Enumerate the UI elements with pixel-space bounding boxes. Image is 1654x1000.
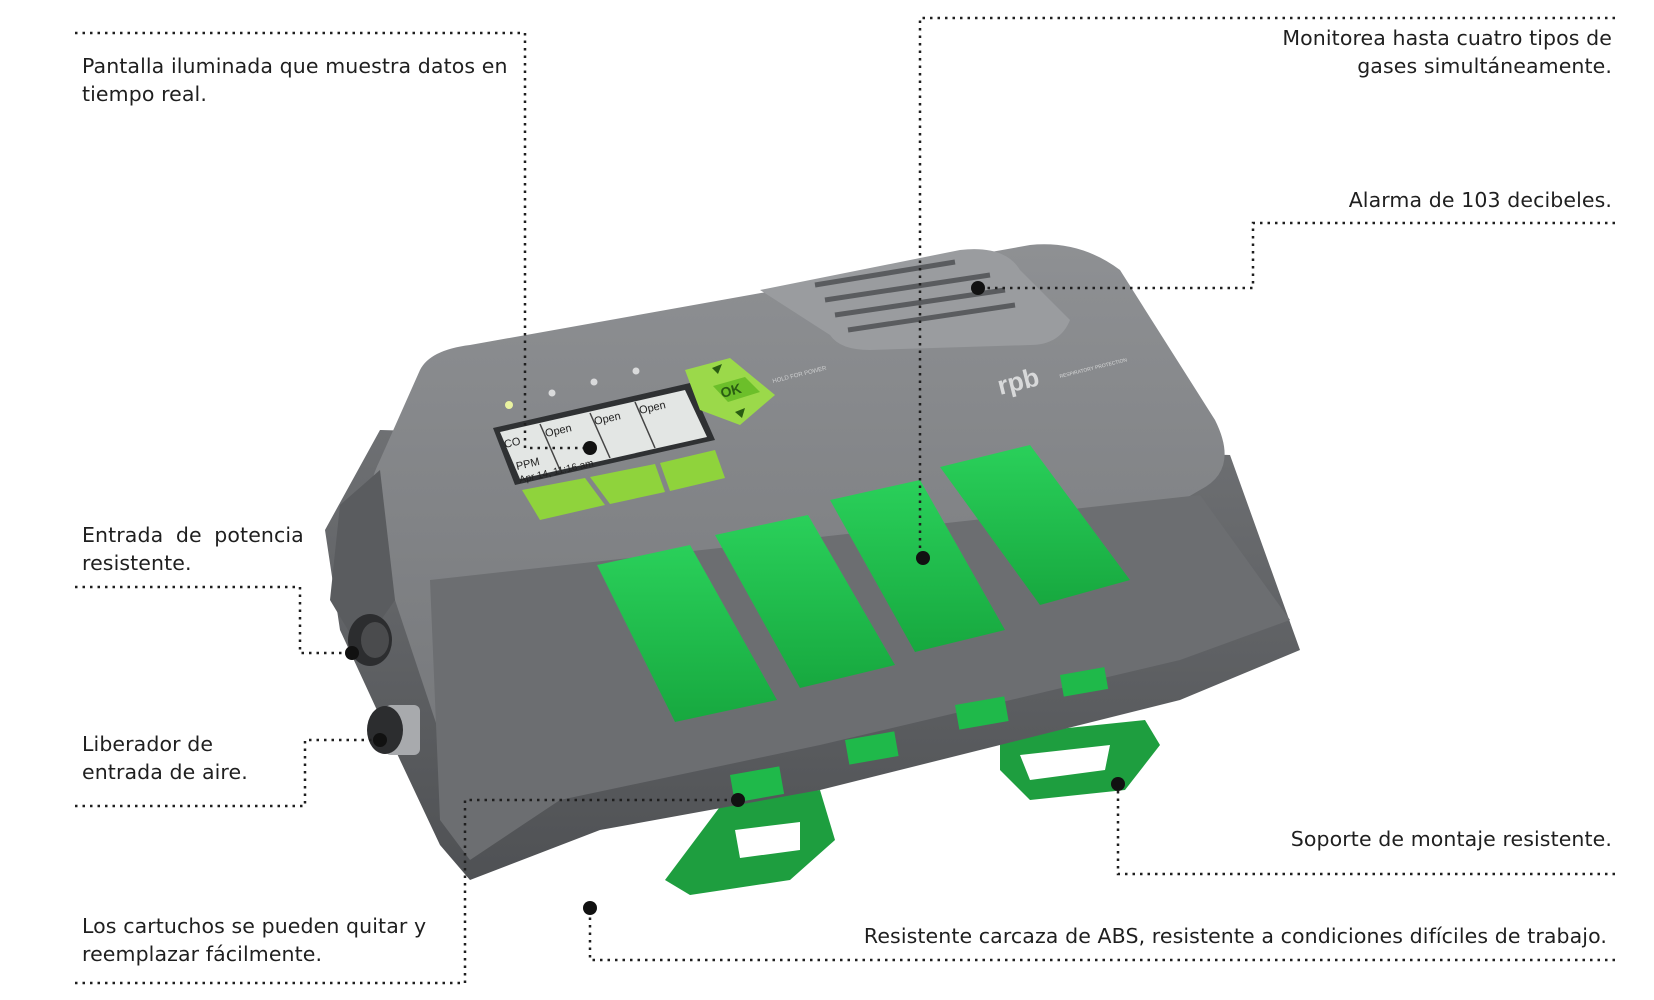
dot-air (373, 733, 387, 747)
callout-alarm-line1: Alarma de 103 decibeles. (1348, 188, 1612, 212)
callout-cartridges-line1: Los cartuchos se pueden quitar y (82, 914, 427, 938)
soft-keys (522, 450, 725, 520)
screen-sensor-2: Open (544, 422, 573, 440)
leader-mount (1116, 784, 1615, 876)
callout-cartridges: Los cartuchos se pueden quitar y reempla… (82, 912, 426, 968)
leader-air (75, 738, 380, 808)
cartridge-3 (830, 480, 1005, 652)
dot-mount (1111, 777, 1125, 791)
callout-cartridges-line2: reemplazar fácilmente. (82, 942, 323, 966)
gas-cartridges (597, 445, 1130, 803)
callout-gases-line2: gases simultáneamente. (1357, 54, 1612, 78)
dot-housing (583, 901, 597, 915)
callout-mount: Soporte de montaje resistente. (1291, 825, 1612, 853)
callout-mount-line1: Soporte de montaje resistente. (1290, 827, 1612, 851)
nav-keypad: OK (685, 358, 775, 425)
cartridge-1 (597, 545, 777, 722)
leader-lines (75, 16, 1615, 985)
callout-screen-line2: tiempo real. (82, 82, 207, 106)
leader-power (75, 585, 352, 655)
callout-gases-line1: Monitorea hasta cuatro tipos de (1282, 26, 1612, 50)
callout-alarm: Alarma de 103 decibeles. (1349, 186, 1612, 214)
status-leds (505, 367, 640, 409)
screen-sensor-3: Open (593, 410, 622, 428)
callout-screen-line1: Pantalla iluminada que muestra datos en (82, 54, 508, 78)
callout-housing-line1: Resistente carcaza de ABS, resistente a … (863, 924, 1607, 948)
dot-power (345, 646, 359, 660)
callout-dots (345, 281, 1125, 915)
callout-air-line1: Liberador de (82, 732, 214, 756)
callout-screen: Pantalla iluminada que muestra datos en … (82, 52, 508, 108)
leader-screen (75, 31, 590, 450)
leader-cartridges (75, 798, 738, 985)
screen-unit: PPM (515, 456, 541, 473)
callout-air-line2: entrada de aire. (82, 760, 248, 784)
cartridge-4 (940, 445, 1130, 605)
dot-screen (583, 441, 597, 455)
leader-alarm (978, 221, 1615, 290)
dot-alarm (971, 281, 985, 295)
cartridge-2 (715, 515, 895, 688)
air-inlet-release (367, 705, 420, 755)
ok-button-label: OK (719, 380, 743, 401)
screen-gas-co: CO (503, 435, 522, 451)
callout-power-line2: resistente. (82, 551, 192, 575)
callout-gases: Monitorea hasta cuatro tipos de gases si… (1282, 24, 1612, 80)
callout-power-line1: Entrada de potencia (82, 523, 304, 547)
callout-air: Liberador de entrada de aire. (82, 730, 248, 786)
callout-power: Entrada de potencia resistente. (82, 521, 304, 577)
dot-gases (916, 551, 930, 565)
dot-cartridges (731, 793, 745, 807)
screen-sensor-4: Open (638, 399, 667, 417)
leader-housing (588, 908, 1615, 962)
callout-housing: Resistente carcaza de ABS, resistente a … (864, 922, 1607, 950)
